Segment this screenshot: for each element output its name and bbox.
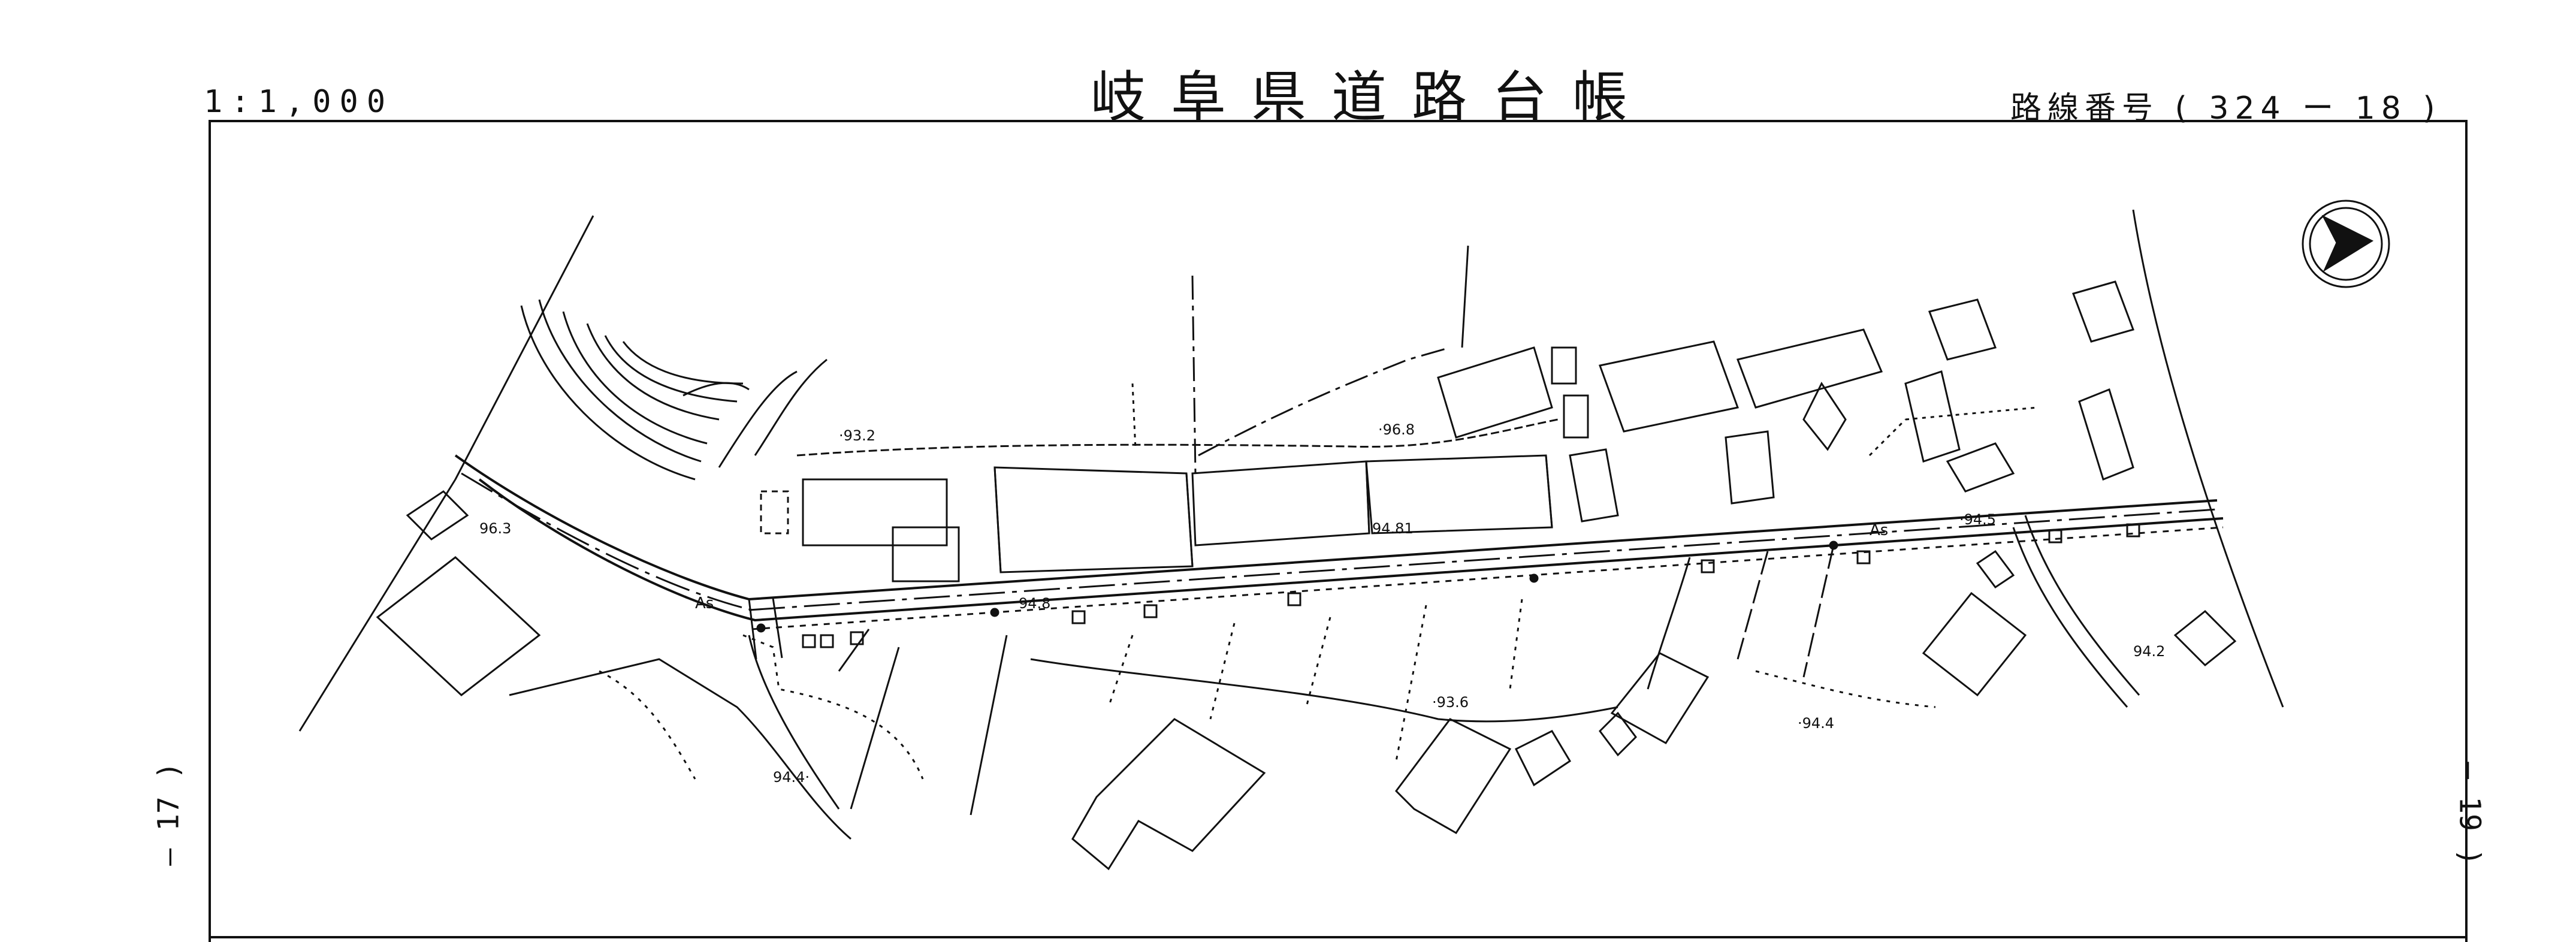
map-scale: 1:1,000 [204,84,394,120]
fields-north [796,209,2284,708]
road-corridor [454,454,2224,660]
elevation-label: 94.4· [773,769,810,786]
elevation-labels: ·93.2 96.3 ·96.8 94.81 94.8 ·94.5 94.2 ·… [479,421,2165,786]
map-title: 岐阜県道路台帳 [1091,65,1653,129]
asphalt-label: As [1870,521,1888,539]
surface-labels: As As [695,521,1888,612]
elevation-label: 94.8 [1019,595,1050,612]
elevation-label: ·93.6 [1432,694,1469,711]
buildings-south [376,490,2237,871]
hill-contours [298,215,828,732]
map-frame [209,120,2468,942]
north-arrow-icon [2302,200,2390,288]
buildings-north [760,280,2134,582]
fields-south [509,515,2140,840]
route-close-paren: ) [2423,90,2441,126]
map-frame-bottom-line [209,936,2468,938]
route-open-paren: ( [2175,90,2193,126]
roadside-structures [756,523,2140,648]
elevation-label: ·94.5 [1959,511,1996,528]
elevation-label: 96.3 [479,520,511,537]
elevation-label: 94.81 [1372,520,1414,537]
asphalt-label: As [695,594,714,612]
elevation-label: ·93.2 [839,427,875,444]
elevation-label: ·94.4 [1798,715,1834,732]
elevation-label: 94.2 [2133,643,2165,660]
elevation-label: ·96.8 [1378,421,1415,438]
